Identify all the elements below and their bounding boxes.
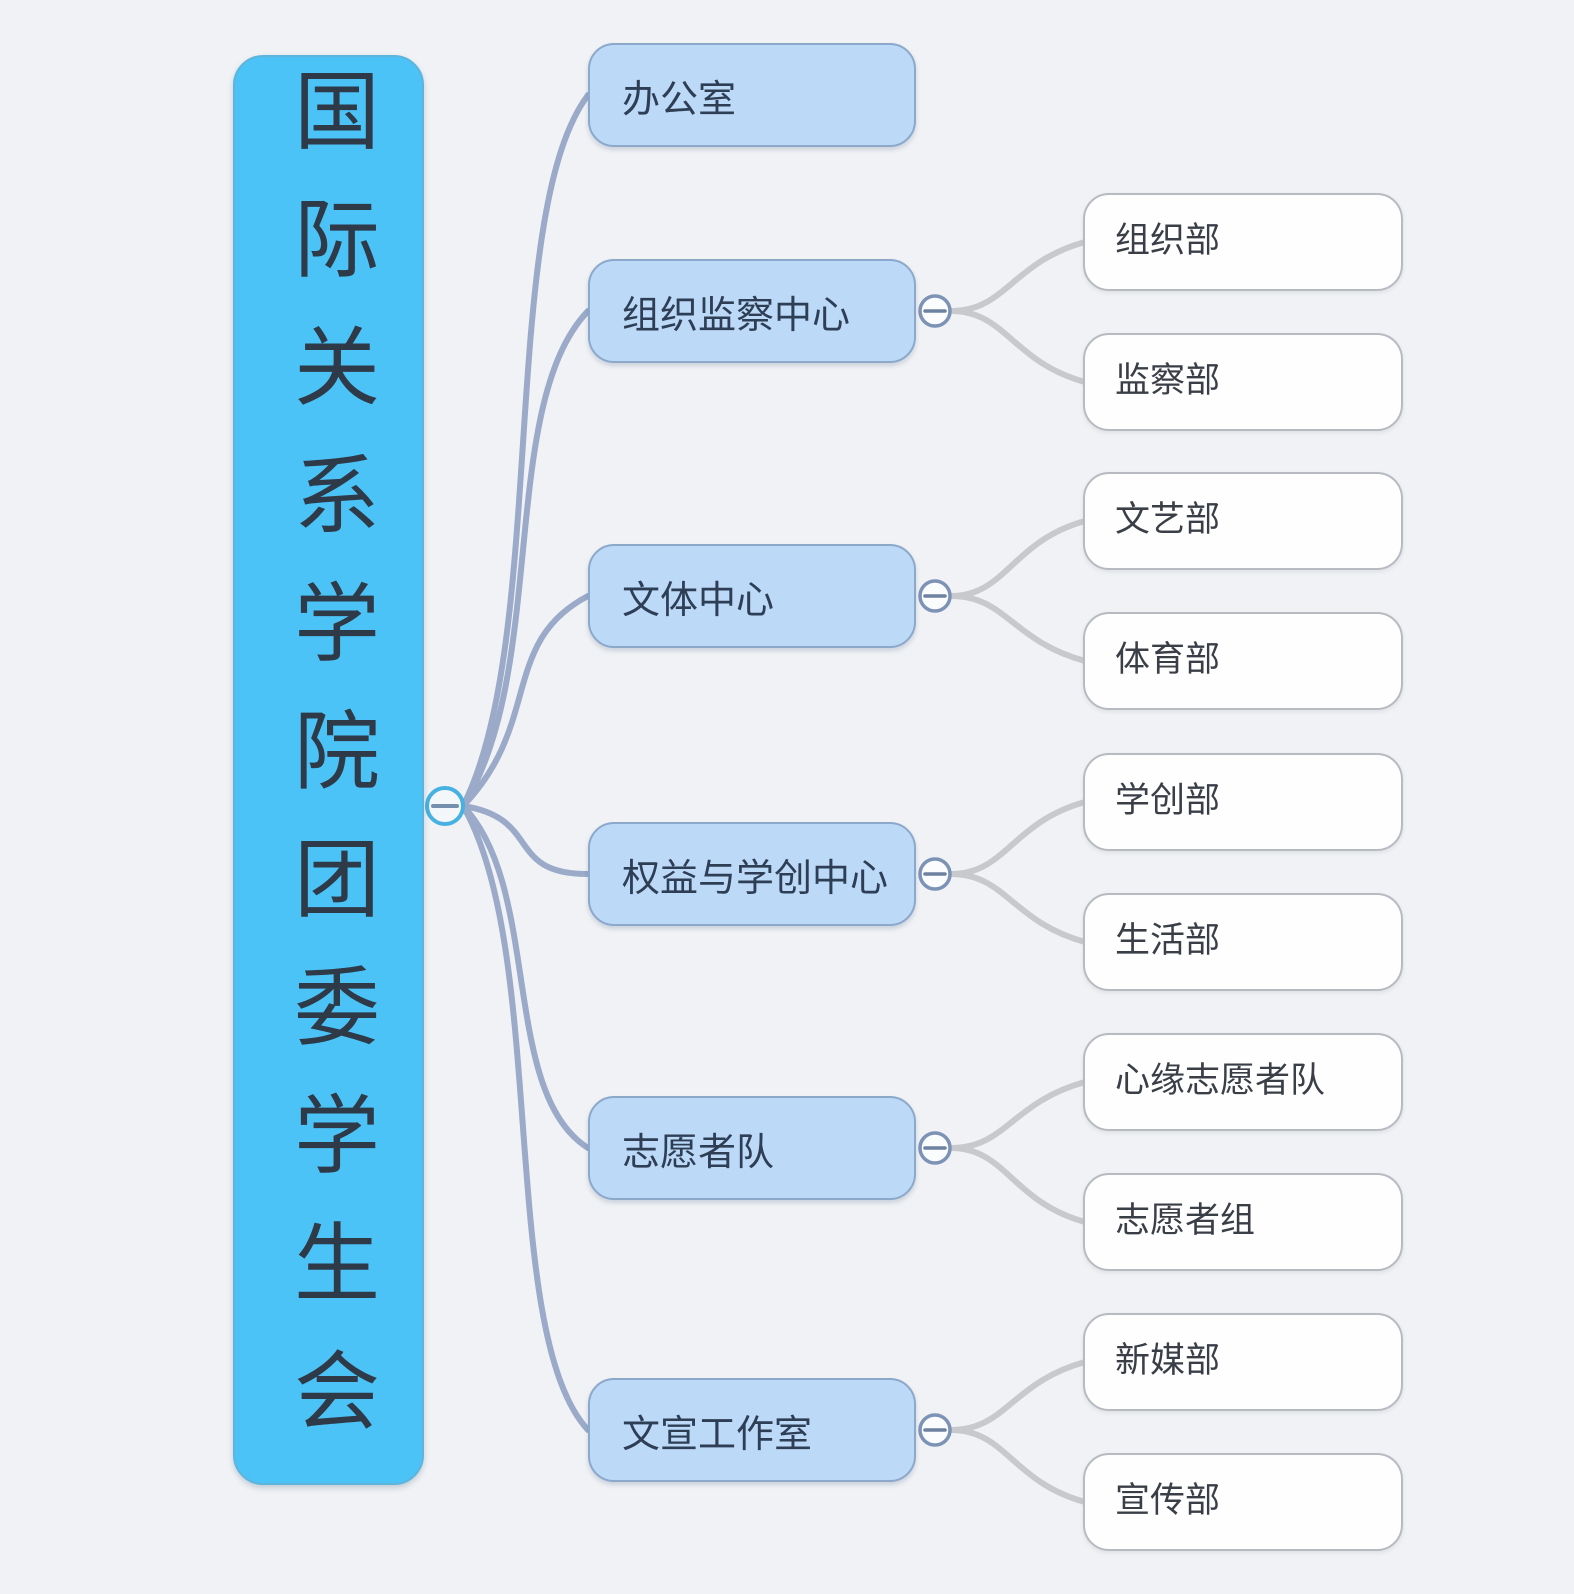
connector-root-to-culture-sports-center [460,593,591,809]
topic-publicity-studio[interactable]: 文宣工作室 [588,1378,916,1482]
topic-sports-dept-label: 体育部 [1115,639,1221,679]
topic-arts-dept[interactable]: 文艺部 [1083,472,1403,570]
topic-publicity-dept-label: 宣传部 [1115,1480,1221,1520]
connector-to-xinyuan-volunteer-team [948,1079,1088,1151]
connector-to-publicity-dept [948,1427,1088,1505]
connector-root-to-volunteer-team [460,803,591,1151]
connector-to-organization-dept [948,239,1088,314]
topic-rights-learning-center-label: 权益与学创中心 [622,857,889,900]
topic-xinyuan-volunteer-team[interactable]: 心缘志愿者队 [1083,1033,1403,1131]
topic-volunteer-group-label: 志愿者组 [1115,1200,1256,1240]
topic-arts-dept-label: 文艺部 [1115,499,1221,539]
connector-to-volunteer-group [948,1145,1088,1225]
publicity-studio-collapse-toggle-icon[interactable] [918,1413,952,1447]
volunteer-team-collapse-toggle-icon[interactable] [918,1131,952,1165]
topic-supervision-dept[interactable]: 监察部 [1083,333,1403,431]
org-supervision-collapse-toggle-icon[interactable] [918,294,952,328]
root-collapse-toggle-icon[interactable] [425,786,465,826]
connector-to-supervision-dept [948,308,1088,385]
root-topic-student-union[interactable]: 国际关系学院团委学生会 [233,55,424,1485]
connector-to-sports-dept [948,593,1088,664]
topic-publicity-studio-label: 文宣工作室 [622,1413,813,1456]
topic-organization-dept-label: 组织部 [1115,220,1221,260]
topic-office-label: 办公室 [622,78,737,121]
connector-to-learning-innovation-dept [948,799,1088,877]
connector-to-life-dept [948,871,1088,945]
topic-sports-dept[interactable]: 体育部 [1083,612,1403,710]
topic-org-supervision-center[interactable]: 组织监察中心 [588,259,916,363]
topic-culture-sports-center[interactable]: 文体中心 [588,544,916,648]
topic-volunteer-team[interactable]: 志愿者队 [588,1096,916,1200]
connector-root-to-rights-learning-center [460,803,591,877]
connector-root-to-org-supervision-center [460,308,591,809]
topic-org-supervision-center-label: 组织监察中心 [622,294,851,337]
topic-life-dept-label: 生活部 [1115,920,1221,960]
topic-volunteer-team-label: 志愿者队 [622,1131,775,1174]
connector-root-to-publicity-studio [460,803,591,1433]
rights-learning-collapse-toggle-icon[interactable] [918,857,952,891]
topic-rights-learning-center[interactable]: 权益与学创中心 [588,822,916,926]
culture-sports-collapse-toggle-icon[interactable] [918,579,952,613]
topic-learning-innovation-dept[interactable]: 学创部 [1083,753,1403,851]
root-topic-label: 国际关系学院团委学生会 [280,66,377,1474]
connector-root-to-office [460,92,591,809]
topic-office[interactable]: 办公室 [588,43,916,147]
topic-organization-dept[interactable]: 组织部 [1083,193,1403,291]
connector-to-arts-dept [948,518,1088,599]
topic-new-media-dept[interactable]: 新媒部 [1083,1313,1403,1411]
topic-life-dept[interactable]: 生活部 [1083,893,1403,991]
topic-learning-innovation-dept-label: 学创部 [1115,780,1221,820]
topic-volunteer-group[interactable]: 志愿者组 [1083,1173,1403,1271]
topic-culture-sports-center-label: 文体中心 [622,579,775,622]
connector-to-new-media-dept [948,1359,1088,1433]
topic-xinyuan-volunteer-team-label: 心缘志愿者队 [1115,1060,1326,1100]
topic-supervision-dept-label: 监察部 [1115,360,1221,400]
topic-new-media-dept-label: 新媒部 [1115,1340,1221,1380]
topic-publicity-dept[interactable]: 宣传部 [1083,1453,1403,1551]
